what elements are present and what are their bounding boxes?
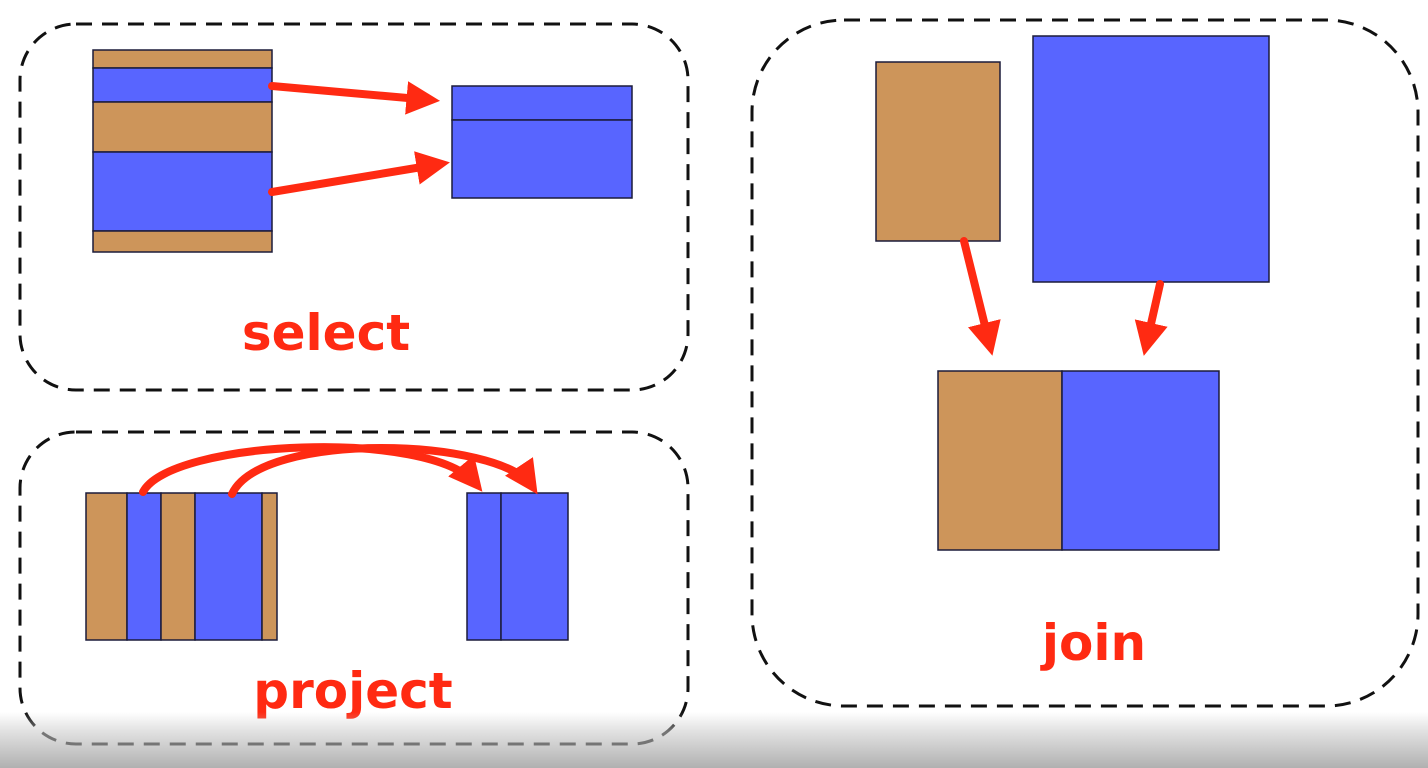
- project-source-col-3: [160, 492, 196, 641]
- select-result-row-2: [451, 119, 633, 199]
- select-arrow-1: [268, 81, 441, 115]
- project-source-col-4-selected: [194, 492, 263, 641]
- project-result-col-1: [466, 492, 502, 641]
- select-result-row-1: [451, 85, 633, 121]
- project-result-col-2: [500, 492, 569, 641]
- join-label: join: [1040, 614, 1146, 672]
- select-source-row-4-selected: [92, 151, 273, 232]
- select-panel: select: [18, 22, 690, 392]
- project-source-col-1: [85, 492, 128, 641]
- join-result-left-part: [937, 370, 1063, 551]
- select-label: select: [242, 304, 410, 362]
- join-right-input-table: [1032, 35, 1270, 283]
- project-arrow-2: [228, 444, 538, 498]
- join-left-input-table: [875, 61, 1001, 242]
- project-source-col-5: [261, 492, 278, 641]
- select-panel-border: [18, 22, 690, 392]
- join-arrow-right: [1134, 280, 1168, 356]
- select-source-row-1: [92, 49, 273, 69]
- select-arrow-2: [268, 151, 450, 196]
- join-arrow-left: [960, 237, 1001, 356]
- project-panel: project: [18, 430, 690, 746]
- bottom-shade-overlay: [0, 712, 1428, 768]
- select-source-row-3: [92, 101, 273, 153]
- project-label: project: [253, 662, 452, 720]
- join-panel: join: [750, 18, 1420, 708]
- select-source-row-2-selected: [92, 67, 273, 103]
- project-arrow-1: [139, 443, 483, 496]
- project-source-col-2-selected: [126, 492, 162, 641]
- join-panel-border: [750, 18, 1420, 708]
- join-result-right-part: [1061, 370, 1220, 551]
- select-source-row-5: [92, 230, 273, 253]
